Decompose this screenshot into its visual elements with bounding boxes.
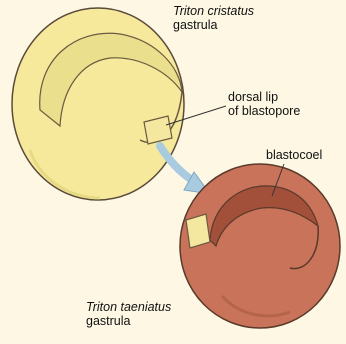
label-dorsal-lip: dorsal lip of blastopore <box>228 90 300 118</box>
dorsal-lip-graft-host <box>186 214 210 248</box>
label-triton-cristatus-stage: gastrula <box>173 18 254 32</box>
taeniatus-gastrula-embryo <box>180 164 340 328</box>
transplant-arrow <box>160 146 210 194</box>
label-dorsal-lip-line2: of blastopore <box>228 104 300 118</box>
label-triton-cristatus: Triton cristatus gastrula <box>173 4 254 32</box>
label-triton-taeniatus-species: Triton taeniatus <box>86 300 171 314</box>
label-triton-taeniatus-stage: gastrula <box>86 314 171 328</box>
label-triton-cristatus-species: Triton cristatus <box>173 4 254 18</box>
label-triton-taeniatus: Triton taeniatus gastrula <box>86 300 171 328</box>
label-blastocoel-text: blastocoel <box>266 148 322 162</box>
label-blastocoel: blastocoel <box>266 148 322 162</box>
label-dorsal-lip-line1: dorsal lip <box>228 90 300 104</box>
cristatus-gastrula-embryo <box>12 8 184 200</box>
